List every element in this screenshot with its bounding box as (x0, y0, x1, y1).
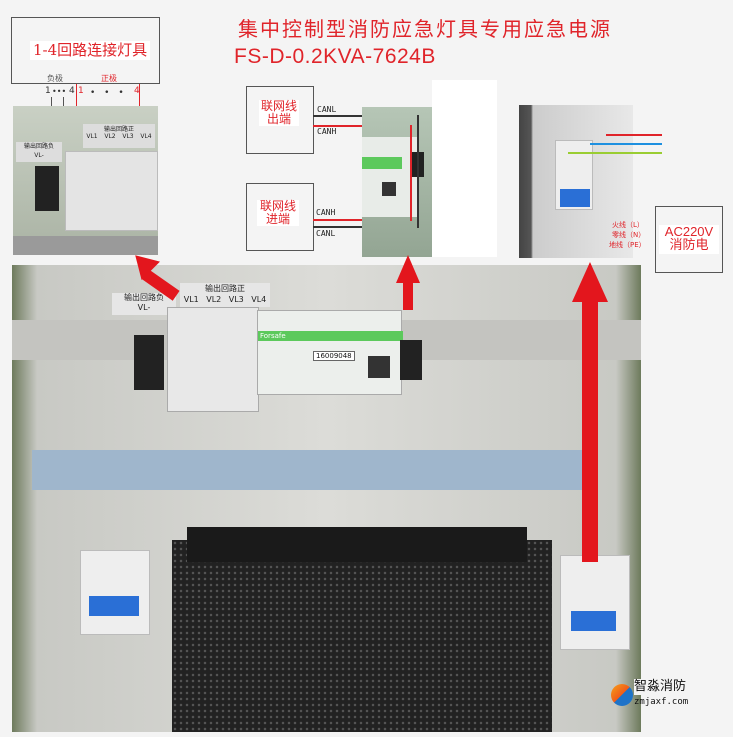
model-number: FS-D-0.2KVA-7624B (234, 45, 436, 68)
pos-start-label: 1 (78, 86, 84, 96)
circuit-breaker (555, 140, 593, 210)
arrow-to-power-input (572, 262, 608, 302)
neutral-label: 零线（N） (612, 231, 646, 239)
earth-wire (568, 152, 662, 154)
loop-connection-label: 1-4回路连接灯具 (30, 41, 151, 60)
neg-end-label: 4 (69, 86, 75, 96)
network-out-label: 联网线出端 (259, 99, 299, 127)
diagram-title: 集中控制型消防应急灯具专用应急电源 (238, 17, 612, 41)
canh-vertical (410, 125, 412, 221)
live-label: 火线（L） (612, 221, 644, 229)
watermark-logo-icon (611, 684, 633, 706)
network-module-photo (362, 107, 432, 257)
negative-label: 负极 (47, 74, 63, 83)
input-breaker (560, 555, 630, 650)
main-fuse-holders (167, 307, 259, 412)
power-input-photo (519, 105, 633, 258)
canh-out-label: CANH (317, 127, 337, 136)
qr-code (368, 356, 390, 378)
canl-out-label: CANL (317, 105, 337, 114)
pos-dots: • • • (90, 88, 127, 98)
live-wire (606, 134, 662, 136)
output-breaker (80, 550, 150, 635)
fuse-holders (65, 151, 158, 231)
network-in-label: 联网线进端 (257, 199, 299, 227)
arrow-shaft-power (582, 300, 598, 562)
neg-start-label: 1 (45, 86, 51, 96)
din-rail (13, 236, 158, 255)
main-terminal-block (134, 335, 164, 390)
pos-end-label: 4 (134, 86, 140, 96)
main-network-module: Forsafe 16009048 (257, 310, 403, 395)
arrow-shaft-network (403, 282, 413, 310)
positive-label: 正极 (101, 74, 117, 83)
white-panel (432, 80, 497, 257)
watermark-name: 智淼消防 (634, 679, 687, 695)
arrow-to-network-module (396, 255, 420, 283)
psu-top-terminals (187, 527, 527, 562)
terminal-block (35, 166, 59, 211)
earth-label: 地线（PE） (609, 241, 646, 249)
power-supply-unit (172, 540, 552, 732)
canl-vertical (417, 115, 419, 228)
neg-dots: ••• (52, 87, 67, 96)
can-terminal (400, 340, 422, 380)
network-in-box: 联网线进端 (246, 183, 314, 251)
loop-connection-box: 1-4回路连接灯具 (11, 17, 160, 84)
neutral-wire (590, 143, 662, 145)
network-module (362, 137, 417, 217)
wire-duct (32, 450, 592, 490)
network-out-box: 联网线出端 (246, 86, 314, 154)
module-serial: 16009048 (313, 351, 355, 361)
canh-in-label: CANH (316, 208, 336, 217)
canl-in-label: CANL (316, 229, 336, 238)
watermark-url: zmjaxf.com (634, 697, 689, 707)
